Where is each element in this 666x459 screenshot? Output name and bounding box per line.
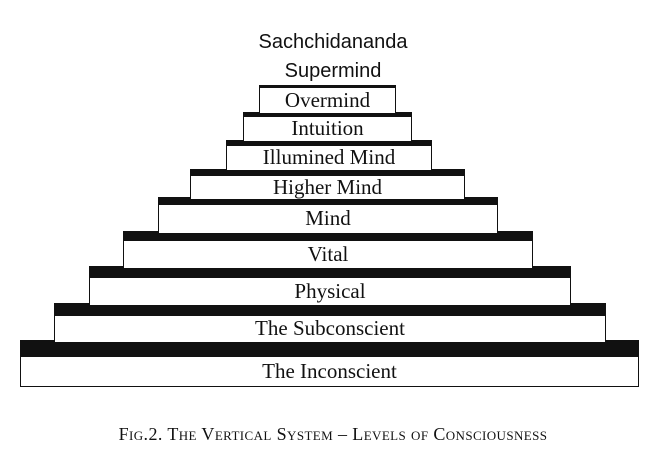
top-label-sachchidananda: Sachchidananda	[258, 31, 408, 53]
level-inconscient: The Inconscient	[20, 356, 639, 387]
tread-mind	[158, 197, 498, 204]
tread-physical	[89, 266, 571, 277]
level-physical: Physical	[89, 277, 571, 306]
level-subconscient: The Subconscient	[54, 315, 606, 343]
level-illumined-mind: Illumined Mind	[226, 145, 432, 171]
tread-subconscient	[54, 303, 606, 315]
tread-intuition	[243, 112, 412, 116]
level-higher-mind: Higher Mind	[190, 175, 465, 200]
level-intuition: Intuition	[243, 116, 412, 142]
tread-illumined-mind	[226, 140, 432, 145]
top-label-supermind: Supermind	[284, 60, 382, 82]
tread-overmind	[259, 85, 396, 87]
level-overmind: Overmind	[259, 87, 396, 114]
figure-caption: Fig.2. The Vertical System – Levels of C…	[118, 424, 548, 444]
tread-vital	[123, 231, 533, 240]
tread-inconscient	[20, 340, 639, 356]
level-vital: Vital	[123, 240, 533, 269]
tread-higher-mind	[190, 169, 465, 175]
level-mind: Mind	[158, 204, 498, 234]
